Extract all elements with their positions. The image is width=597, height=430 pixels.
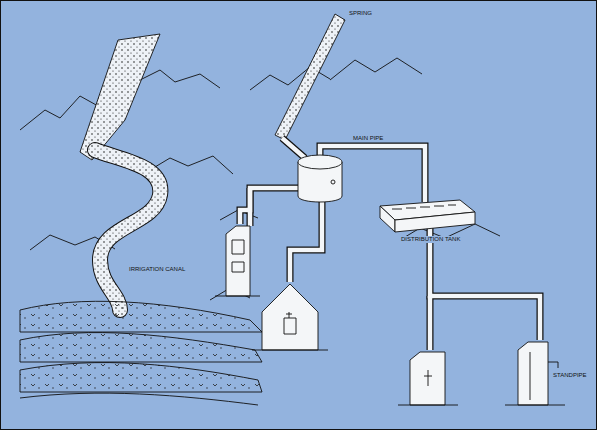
part-label: DISTRIBUTION TANK — [400, 236, 461, 243]
part-label: STANDPIPE — [552, 372, 588, 379]
part-label: IRRIGATION CANAL — [128, 266, 186, 273]
part-label: MAIN PIPE — [352, 135, 384, 142]
part-label: SPRING — [348, 10, 373, 17]
right-scene — [210, 14, 565, 405]
left-scene — [20, 34, 262, 405]
